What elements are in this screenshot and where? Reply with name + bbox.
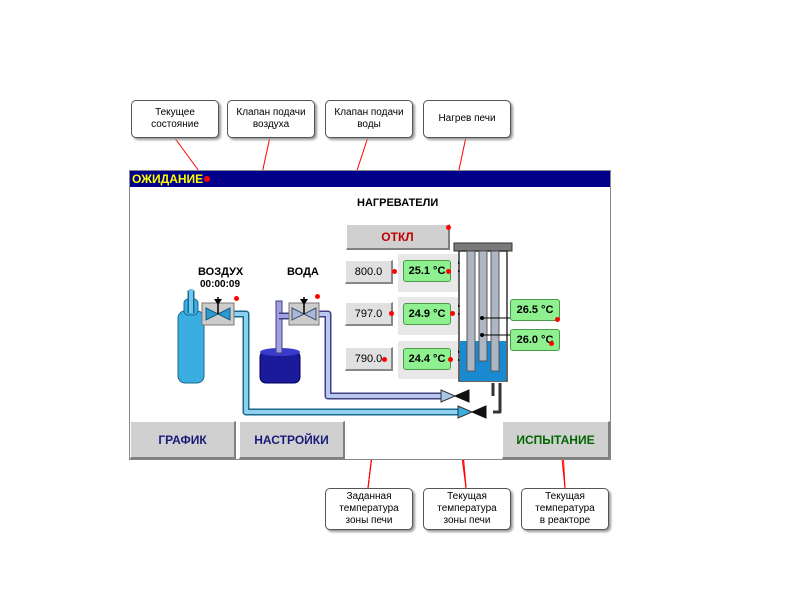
callout-setpoint-temp: Заданная температура зоны печи (325, 488, 413, 530)
reactor-temp-2: 26.0 °C (510, 329, 560, 351)
reactor-temp-1-marker (555, 317, 560, 322)
status-bar: ОЖИДАНИЕ (130, 171, 610, 187)
zone-1-setpoint-marker (392, 269, 397, 274)
callout-current-state: Текущее состояние (131, 100, 219, 138)
zone-2-setpoint-marker (389, 311, 394, 316)
process-diagram (177, 242, 513, 419)
settings-button[interactable]: НАСТРОЙКИ (239, 421, 345, 459)
graph-button[interactable]: ГРАФИК (130, 421, 236, 459)
test-button[interactable]: ИСПЫТАНИЕ (502, 421, 610, 459)
callout-furnace-heating: Нагрев печи (423, 100, 511, 138)
water-tank-icon (259, 300, 301, 384)
callout-current-zone-temp: Текущая температура зоны печи (423, 488, 511, 530)
zone-3-temp-marker (448, 357, 453, 362)
air-label: ВОЗДУХ (198, 266, 244, 278)
air-valve-marker (234, 296, 239, 301)
reactor-temp-2-marker (549, 341, 554, 346)
zone-2-setpoint[interactable]: 797.0 (345, 302, 393, 326)
zone-3-setpoint-marker (382, 357, 387, 362)
heaters-title: НАГРЕВАТЕЛИ (357, 197, 439, 209)
zone-3-current-temp: 24.4 °C (403, 348, 451, 370)
air-check-valve-icon (457, 405, 487, 419)
heaters-toggle-button[interactable]: ОТКЛ (346, 224, 450, 250)
current-state-text: ОЖИДАНИЕ (132, 172, 204, 186)
air-timer: 00:00:09 (200, 279, 241, 290)
zone-1-setpoint[interactable]: 800.0 (345, 260, 393, 284)
zone-2-temp-marker (450, 311, 455, 316)
zone-1-current-temp: 25.1 °C (403, 260, 451, 282)
air-valve-icon (201, 297, 235, 326)
heaters-toggle-marker (446, 225, 451, 230)
water-valve-marker (315, 294, 320, 299)
callout-air-valve: Клапан подачи воздуха (227, 100, 315, 138)
water-check-valve-icon (440, 389, 470, 403)
zone-2-current-temp: 24.9 °C (403, 303, 451, 325)
water-valve-icon (288, 297, 320, 326)
callout-reactor-temp: Текущая температура в реакторе (521, 488, 609, 530)
water-label: ВОДА (287, 266, 319, 278)
state-indicator-dot (204, 176, 210, 182)
callout-water-valve: Клапан подачи воды (325, 100, 413, 138)
reactor-icon (453, 242, 513, 382)
zone-3-setpoint[interactable]: 790.0 (345, 347, 393, 371)
zone-1-temp-marker (446, 269, 451, 274)
reactor-temp-1: 26.5 °C (510, 299, 560, 321)
hmi-panel: ОЖИДАНИЕ (129, 170, 611, 460)
